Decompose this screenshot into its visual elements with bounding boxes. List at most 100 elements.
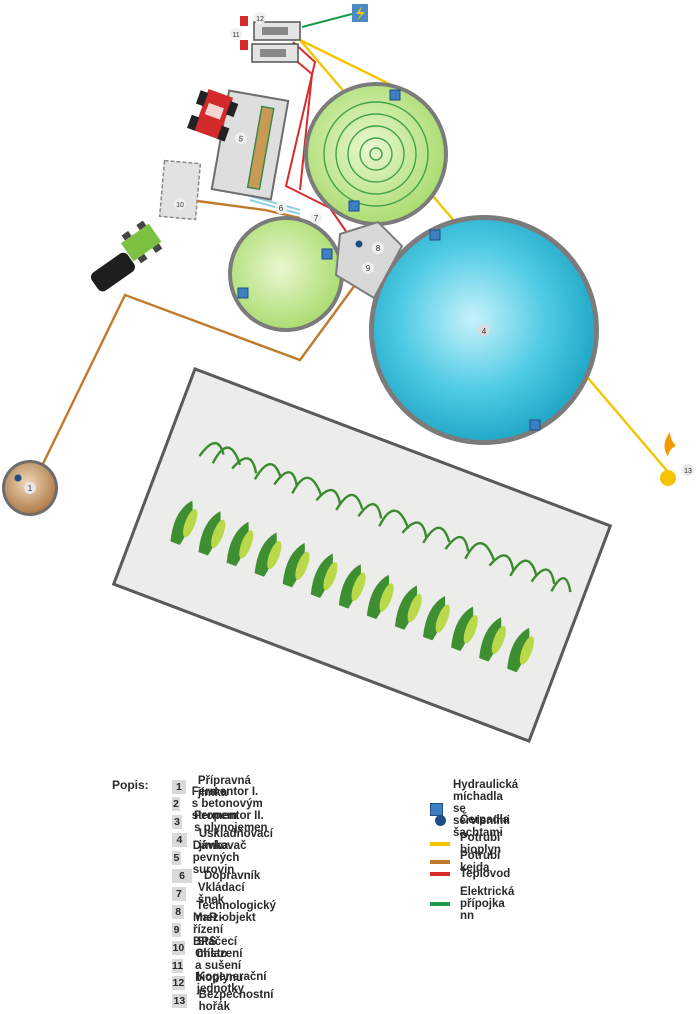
legend-item-number: 3 <box>172 815 183 830</box>
mixer-icon <box>529 419 541 431</box>
corn-row <box>170 500 534 673</box>
label-10: 10 <box>176 202 184 209</box>
conveyor-6 <box>249 195 301 215</box>
legend-item-label: Chlazení a sušení bioplynu <box>195 947 244 984</box>
pump-icon <box>355 240 363 248</box>
legend-heat: Teplovod <box>430 868 510 880</box>
legend-item-number: 1 <box>172 779 186 794</box>
legend-item-label: Fermentor II. s plynojemen <box>194 810 268 835</box>
legend-item: 8 Technologický meziobjekt <box>172 900 284 924</box>
legend-item: 9 MaR - řízení BPS <box>172 912 234 948</box>
legend-electric: Elektrická přípojka nn <box>430 886 514 922</box>
mixers <box>237 89 541 431</box>
legend-item: 4 Uskladňovací jímka <box>172 828 278 852</box>
slurry-pipes <box>38 198 356 471</box>
legend-item: 1 Přípravná jímka <box>172 775 257 799</box>
mixer-icon <box>389 89 401 101</box>
biogas-plant-diagram: 4 1 8 9 5 <box>2 4 694 743</box>
pump-icon <box>14 474 22 482</box>
legend-item-label: Bezpečnostní hořák <box>198 989 274 1014</box>
electric-connection-icon <box>352 4 368 22</box>
pre-tank-1: 1 <box>2 460 58 516</box>
legend-item: 7 Vkládací šnek <box>172 882 251 906</box>
legend-item: 10 Stáčecí místo <box>172 936 244 960</box>
label-5: 5 <box>238 134 244 144</box>
legend-item-number: 8 <box>172 904 185 919</box>
legend-item: 13 Bezpečnostní hořák <box>172 989 279 1013</box>
legend-item-number: 12 <box>172 976 185 991</box>
legend-item: 5 Dávkovač pevných surovin <box>172 840 258 876</box>
heat-pipes <box>284 41 353 241</box>
legend-item-number: 6 <box>172 869 192 883</box>
legend-biogas: Potrubí bioplyn <box>430 832 501 856</box>
storage-tank-4: 4 <box>369 215 599 445</box>
legend-item-label: MaR - řízení BPS <box>192 911 225 948</box>
conveyor-label-6: 6 <box>275 202 287 214</box>
grass-row <box>198 441 572 593</box>
red-tractor-icon <box>187 88 239 142</box>
legend-item-number: 13 <box>172 994 187 1009</box>
legend-item: 12 Kogenerační jednotky <box>172 971 274 995</box>
legend-pump: Čerpadla <box>430 814 509 826</box>
legend-heat-label: Teplovod <box>460 868 511 880</box>
legend-item: 2 Fermentor I. s betonovým stropem <box>172 786 265 822</box>
legend-item-number: 5 <box>172 851 181 866</box>
legend-item-number: 4 <box>172 833 187 848</box>
legend-item-label: Stáčecí místo <box>196 935 238 960</box>
label-9: 9 <box>366 264 371 273</box>
legend-mixer: Hydraulická míchadla se servisními šacht… <box>430 779 525 839</box>
pumps <box>14 240 363 482</box>
gas-cooling-11: 11 <box>230 28 242 40</box>
legend-item: 3 Fermentor II. s plynojemen <box>172 810 268 834</box>
fermentor-3 <box>228 216 344 332</box>
legend-item-label: Vkládací šnek <box>197 881 245 906</box>
crop-field <box>111 367 613 743</box>
legend-item-number: 2 <box>172 797 180 812</box>
solid-feeder-5: 5 <box>210 89 290 201</box>
slurry-line-icon <box>430 860 450 864</box>
mixer-icon <box>429 229 441 241</box>
label-11: 11 <box>232 32 239 39</box>
safety-flare-13: 13 <box>660 432 694 486</box>
legend-biogas-label: Potrubí bioplyn <box>460 832 501 856</box>
legend-item-label: Přípravná jímka <box>197 774 251 799</box>
label-1: 1 <box>28 484 33 493</box>
heat-line-icon <box>430 872 450 876</box>
legend-slurry-label: Potrubí kejda <box>460 850 501 874</box>
legend-mixer-label: Hydraulická míchadla <box>453 779 519 803</box>
legend-item-number: 10 <box>172 940 185 955</box>
label-13: 13 <box>684 468 692 475</box>
fermentor-2 <box>304 82 448 226</box>
legend-item-number: 7 <box>172 886 186 901</box>
green-tractor-icon <box>90 220 163 292</box>
mixer-icon <box>237 287 249 299</box>
svg-text:6: 6 <box>279 204 284 213</box>
legend-item: 11 Chlazení a sušení bioplynu <box>172 948 252 984</box>
tech-building-8-9: 8 9 <box>334 220 404 300</box>
screw-feeder-7: 7 <box>310 212 322 224</box>
legend-pump-label: Čerpadla <box>460 814 510 826</box>
legend-item-number: 9 <box>172 922 181 937</box>
legend-mixer-label-2: se servisními šachtami <box>453 803 510 839</box>
label-8: 8 <box>376 244 381 253</box>
legend-item-label: Uskladňovací jímka <box>198 828 274 853</box>
label-12: 12 <box>256 16 264 23</box>
legend-item-label: Fermentor I. s betonovým stropem <box>191 786 263 823</box>
mixer-icon <box>348 200 360 212</box>
mixer-icon <box>321 248 333 260</box>
legend-item-label: Kogenerační jednotky <box>196 971 267 996</box>
pump-icon <box>434 814 446 826</box>
electric-line <box>301 13 353 28</box>
label-7: 7 <box>314 214 319 223</box>
legend-title: Popis: <box>112 778 149 792</box>
legend-slurry: Potrubí kejda <box>430 850 500 874</box>
unloading-place-10: 10 <box>158 159 202 221</box>
legend-item-label: Technologický meziobjekt <box>196 899 276 924</box>
legend-electric-label: Elektrická přípojka nn <box>460 886 515 922</box>
label-4: 4 <box>482 327 487 336</box>
chp-units-12: 12 <box>240 12 301 63</box>
legend-item-number: 11 <box>172 958 184 973</box>
biogas-line-icon <box>430 842 450 846</box>
legend-item-label: Dávkovač pevných surovin <box>192 840 247 877</box>
